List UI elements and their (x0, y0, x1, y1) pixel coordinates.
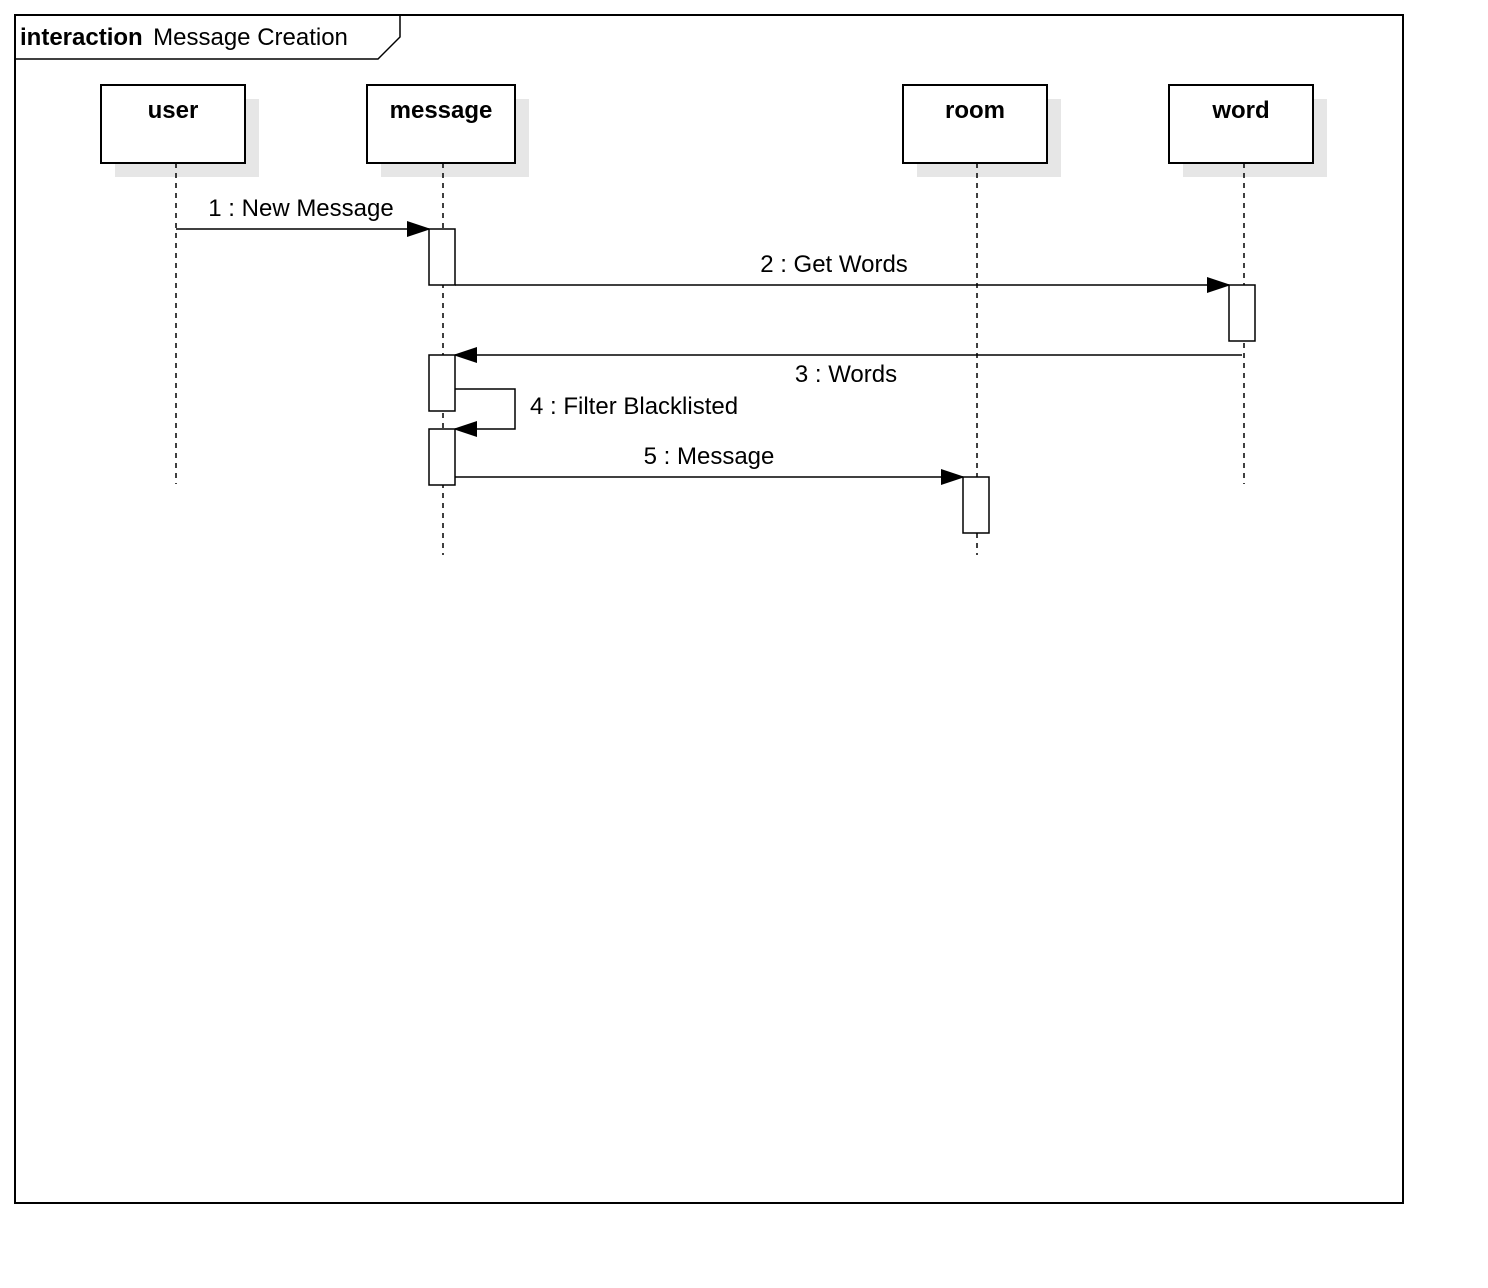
lifeline-head[interactable] (902, 84, 1048, 164)
message-label-2: 2 : Get Words (760, 251, 908, 278)
message-label-4: 4 : Filter Blacklisted (530, 393, 738, 420)
activation-bar-message-3[interactable] (428, 428, 456, 486)
frame-keyword: interaction (20, 24, 143, 51)
message-5[interactable]: 5 : Message (455, 443, 965, 485)
message-3[interactable]: 3 : Words (453, 347, 1242, 388)
lifeline-user[interactable]: user (100, 84, 259, 484)
frame-border (14, 14, 1404, 1204)
activation-bar-word[interactable] (1228, 284, 1256, 342)
message-1[interactable]: 1 : New Message (176, 195, 431, 237)
lifeline-label-user: user (148, 97, 199, 124)
lifeline-head[interactable] (1168, 84, 1314, 164)
message-2[interactable]: 2 : Get Words (455, 251, 1231, 293)
frame-tab (15, 15, 401, 60)
svg-text:interaction Message Crea: interaction Message Creation (20, 24, 348, 51)
lifeline-room[interactable]: room (902, 84, 1061, 555)
lifeline-message[interactable]: message (366, 84, 529, 555)
activation-bar-message-2[interactable] (428, 354, 456, 412)
message-arrow (453, 388, 516, 437)
lifeline-word[interactable]: word (1168, 84, 1327, 484)
lifeline-label-message: message (390, 97, 493, 124)
message-label-5: 5 : Message (644, 443, 775, 470)
message-label-1: 1 : New Message (208, 195, 393, 222)
frame-title: Message Creation (153, 24, 348, 51)
message-4[interactable]: 4 : Filter Blacklisted (453, 388, 738, 437)
lifeline-label-room: room (945, 97, 1005, 124)
message-label-3: 3 : Words (795, 361, 897, 388)
activation-bar-room[interactable] (962, 476, 990, 534)
activation-bar-message-1[interactable] (428, 228, 456, 286)
interaction-frame: interaction Message Creation (14, 14, 1404, 1204)
lifeline-label-word: word (1211, 97, 1269, 124)
lifeline-head[interactable] (100, 84, 246, 164)
lifeline-head[interactable] (366, 84, 516, 164)
